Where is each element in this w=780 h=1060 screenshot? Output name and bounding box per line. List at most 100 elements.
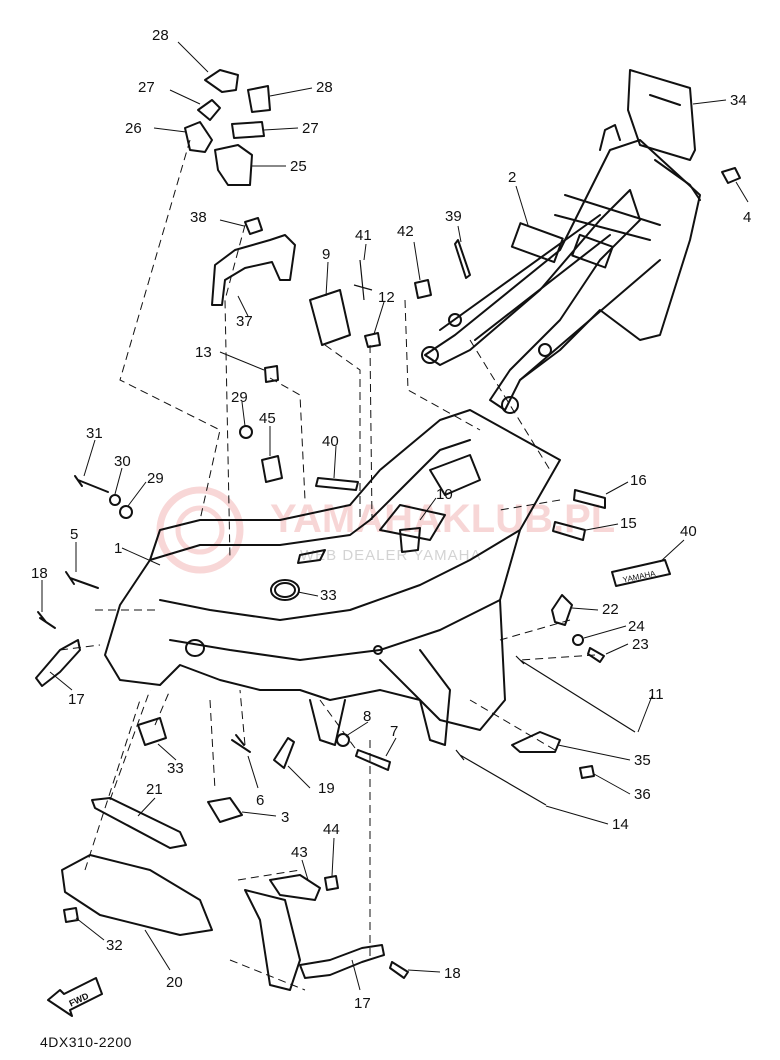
bolt-18 [37,611,56,629]
grommet-4 [721,167,741,184]
stay-39 [454,239,471,279]
callout-19: 19 [318,780,335,797]
callout-3: 3 [281,809,289,826]
callout-16: 16 [630,472,647,489]
callout-27-left: 27 [138,79,155,96]
bolt-7 [355,749,391,771]
bolt-31 [74,475,109,493]
callouts: 28 27 28 26 27 25 34 2 4 38 39 42 41 9 1… [31,27,751,1012]
cover-20 [61,854,213,936]
bolt-14 [455,749,547,806]
bracket-22 [551,594,573,626]
main-frame [104,409,561,746]
callout-13: 13 [195,344,212,361]
callout-23: 23 [632,636,649,653]
callout-6: 6 [256,792,264,809]
callout-1: 1 [114,540,122,557]
callout-28-right: 28 [316,79,333,96]
callout-29-center: 29 [231,389,248,406]
nut-32 [63,907,79,923]
callout-10: 10 [436,486,453,503]
emblem-40 [611,559,671,587]
stay-17b [299,944,385,979]
washer-29b [239,425,253,439]
washer-30 [109,494,121,506]
callout-28-top: 28 [152,27,169,44]
bolt-38 [244,217,263,235]
washer-29 [119,505,133,519]
callout-26: 26 [125,120,142,137]
callout-17-right: 17 [354,995,371,1012]
nut-42 [414,279,432,299]
side-cover [244,889,301,991]
washer-8 [336,733,350,747]
watermark-tagline: WEB DEALER YAMAHA [300,547,482,564]
callout-25: 25 [290,158,307,175]
stay-37 [211,234,296,306]
callout-33-center: 33 [320,587,337,604]
callout-38: 38 [190,209,207,226]
guide-lines [59,139,596,991]
bracket-34 [627,69,696,161]
callout-44: 44 [323,821,340,838]
callout-22: 22 [602,601,619,618]
callout-8: 8 [363,708,371,725]
bolt-18b [389,961,409,979]
callout-18-left: 18 [31,565,48,582]
callout-40-center: 40 [322,433,339,450]
callout-17-left: 17 [68,691,85,708]
callout-18-right: 18 [444,965,461,982]
bracket-43 [269,874,321,901]
callout-4: 4 [743,209,751,226]
callout-33-lower: 33 [167,760,184,777]
bolt-23 [587,647,605,663]
bolt-5 [65,571,99,589]
callout-37: 37 [236,313,253,330]
callout-41: 41 [355,227,372,244]
nut-36 [579,765,595,779]
callout-34: 34 [730,92,747,109]
callout-32: 32 [106,937,123,954]
callout-12: 12 [378,289,395,306]
nut-44 [324,875,339,891]
bracket-45 [261,455,283,483]
washer-24 [572,634,584,646]
callout-24: 24 [628,618,645,635]
callout-5: 5 [70,526,78,543]
callout-40-right: 40 [680,523,697,540]
callout-29-left: 29 [147,470,164,487]
collar-33-top [274,582,296,598]
seat-rail-subframe [421,124,701,414]
callout-14: 14 [612,816,629,833]
bracket-9 [309,289,351,346]
bolt-16 [573,489,606,509]
rod-40 [315,477,359,491]
nut-13 [264,365,279,383]
callout-43: 43 [291,844,308,861]
bolt-11 [515,655,636,733]
callout-45: 45 [259,410,276,427]
callout-30: 30 [114,453,131,470]
callout-20: 20 [166,974,183,991]
bolt-15 [552,521,586,541]
callout-31: 31 [86,425,103,442]
forward-arrow-icon: FWD [47,977,103,1017]
collar-33 [137,717,167,746]
collar-3 [207,797,243,823]
bolt-6 [231,734,251,753]
callout-35: 35 [634,752,651,769]
callout-27-right: 27 [302,120,319,137]
callout-7: 7 [390,723,398,740]
drawing-code: 4DX310-2200 [40,1034,132,1050]
callout-2: 2 [508,169,516,186]
emblem-label: YAMAHA [622,569,657,585]
callout-42: 42 [397,223,414,240]
nut-12 [364,332,381,348]
plate-21 [91,797,187,849]
bracket-group-25-28 [184,69,271,186]
callout-36: 36 [634,786,651,803]
callout-21: 21 [146,781,163,798]
callout-9: 9 [322,246,330,263]
bracket-35 [511,731,561,753]
